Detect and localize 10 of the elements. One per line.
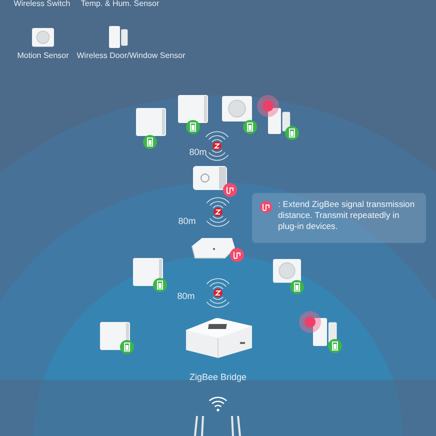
device-caption: Temp. & Hum. Sensor [80,0,160,8]
distance-label: 80m [177,291,195,301]
device-caption: Wireless Door/Window Sensor [76,51,186,60]
device-caption: ZigBee Bridge [189,372,247,382]
info-note [252,193,426,243]
distance-label: 80m [189,147,207,157]
distance-label: 80m [178,216,196,226]
note-text: : Extend ZigBee signal transmission distance. Transmit repeatedly in plug-in devices. [278,199,415,231]
device-caption: Wireless Switch [14,0,70,8]
device-caption: Motion Sensor [17,51,69,60]
